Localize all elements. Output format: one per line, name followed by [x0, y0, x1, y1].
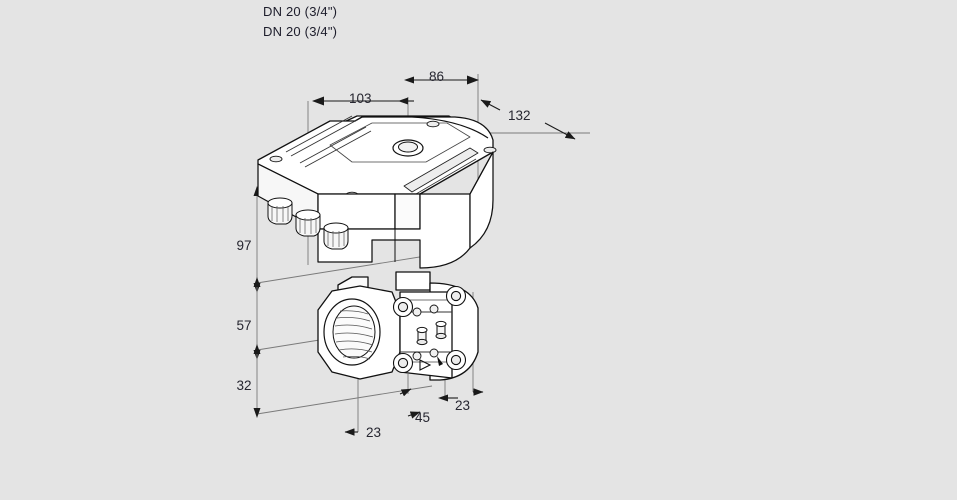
dimension-23-left: 23 [344, 425, 381, 440]
dimension-23-right: 23 [438, 388, 484, 413]
dimension-97-label: 97 [236, 238, 251, 253]
dimension-32-label: 32 [236, 378, 251, 393]
actuator-shaft-boss [392, 139, 424, 157]
dimension-57: 57 [236, 277, 261, 360]
dimension-23-right-label: 23 [455, 398, 470, 413]
flange-bolt-4 [445, 349, 467, 371]
flange-bolt-3 [445, 285, 467, 307]
dimension-86-label: 86 [429, 69, 444, 84]
flange-bolt-2 [392, 352, 414, 374]
dimension-32: 32 [236, 344, 261, 418]
dimension-132: 132 [480, 99, 576, 140]
cable-gland-3 [323, 222, 349, 250]
dimension-45-label: 45 [415, 410, 430, 425]
test-nipple-2 [435, 320, 447, 340]
flange-bolt-1 [392, 296, 414, 318]
dimension-45: 45 [399, 388, 430, 425]
cable-glands [267, 197, 349, 250]
dimension-97: 97 [236, 186, 261, 293]
cable-gland-2 [295, 209, 321, 237]
dimension-57-label: 57 [236, 318, 251, 333]
actuator-lid [257, 115, 494, 195]
dimension-103-label: 103 [349, 91, 372, 106]
dimension-103: 103 [312, 91, 414, 106]
flow-direction-arrow [419, 356, 443, 371]
actuator-lower-body [257, 151, 494, 269]
header-label-dn-bottom: DN 20 (3/4") [263, 24, 338, 39]
dimension-86: 86 [404, 69, 479, 85]
header-label-dn-top: DN 20 (3/4") [263, 4, 338, 19]
test-nipples [416, 320, 447, 346]
cable-gland-1 [267, 197, 293, 225]
flange-bolts [392, 285, 467, 374]
test-nipple-1 [416, 326, 428, 346]
dimension-23-left-label: 23 [366, 425, 381, 440]
dimension-132-label: 132 [508, 108, 531, 123]
